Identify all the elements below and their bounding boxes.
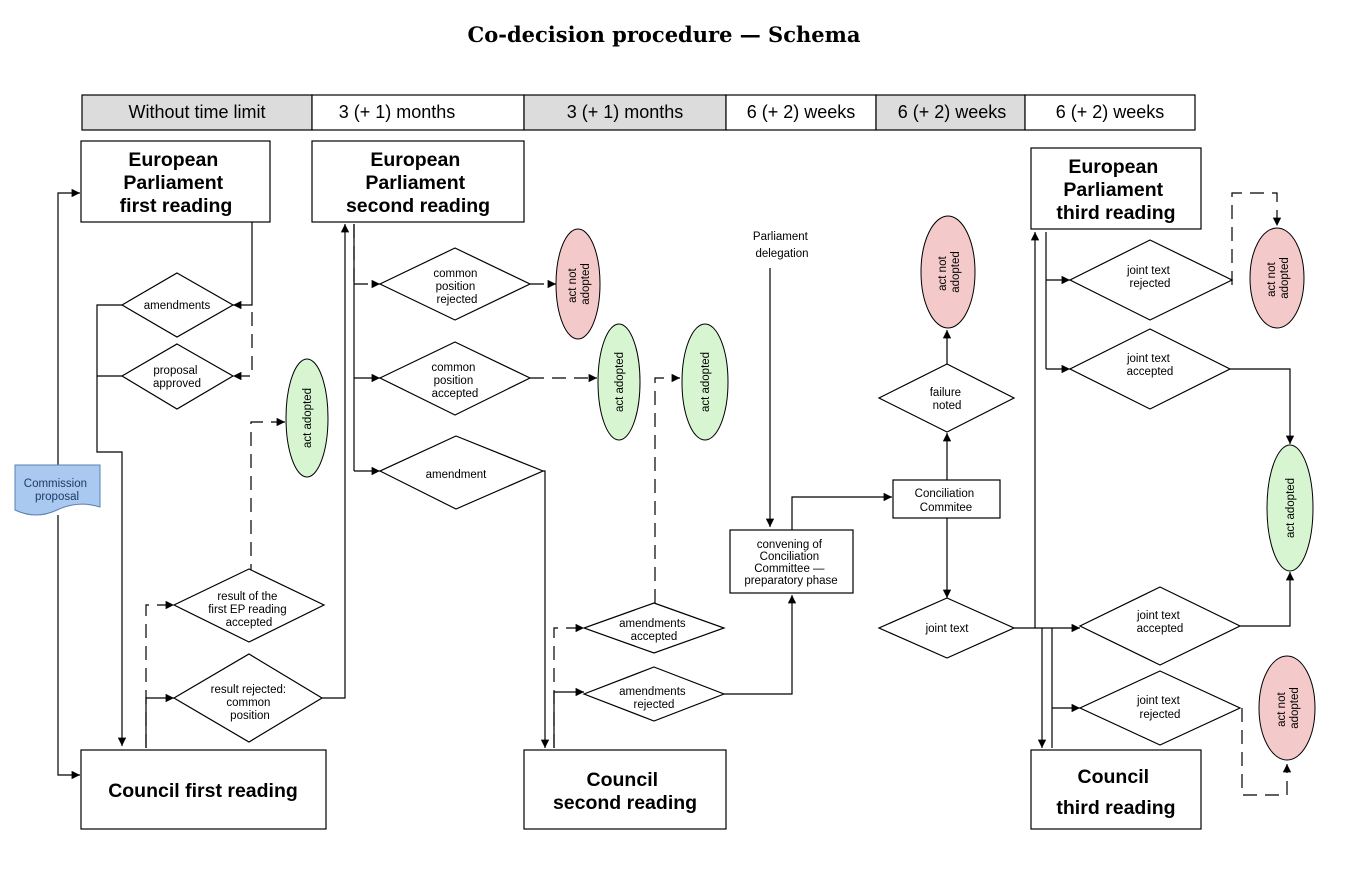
decision-jt-rejected-council: joint text rejected [1078,670,1242,746]
decision-proposal-approved: proposal approved [120,343,235,410]
svg-text:amendment: amendment [426,469,488,481]
svg-text:act adopted: act adopted [1285,478,1297,538]
timeline-period-4: 6 (+ 2) weeks [747,102,856,122]
convening-box: convening of Conciliation Committee — pr… [729,529,854,594]
svg-text:act not adopted: act not adopted [937,251,962,293]
svg-text:failure noted: failure noted [930,387,965,412]
timeline-period-3: 3 (+ 1) months [567,102,684,122]
timeline-header: Without time limit 3 (+ 1) months 3 (+ 1… [81,94,1196,131]
decision-amendment: amendment [378,435,545,510]
svg-text:European Parliament: European Parliament first reading [120,149,233,217]
svg-text:act not adopted: act not adopted [567,263,592,305]
decision-cp-rejected: common position rejected [378,247,532,321]
svg-text:amendments accepted: amendments accepted [619,618,689,643]
decision-result-accepted: result of the first EP reading accepted [172,568,326,643]
decision-amendments: amendments [120,272,235,338]
ep-second-reading-box: European Parliament second reading [311,140,525,223]
outcome-act-not-adopted-3: act not adopted [1249,227,1305,329]
svg-text:act not adopted: act not adopted [1276,687,1301,729]
decision-jt-accepted-ep: joint text accepted [1068,328,1232,410]
svg-text:result of the first EP r: result of the first EP reading accepted [208,591,290,629]
ep-third-reading-box: European Parliament third reading [1030,147,1202,230]
decision-jt-rejected-ep: joint text rejected [1068,239,1234,321]
decision-amendments-accepted: amendments accepted [582,602,726,654]
connectors [57,188,1295,796]
outcome-act-not-adopted-4: act not adopted [1258,655,1316,761]
svg-text:Conciliation Commitee: Conciliation Commitee [915,488,978,514]
svg-text:common position ac: common position accepted [431,362,478,400]
timeline-period-6: 6 (+ 2) weeks [1056,102,1165,122]
decision-cp-accepted: common position accepted [378,341,532,416]
council-second-reading-box: Council second reading [523,749,727,830]
outcome-act-adopted-2: act adopted [597,323,641,441]
svg-text:Commission proposal: Commission proposal [24,478,90,503]
timeline-period-2: 3 (+ 1) months [339,102,456,122]
outcome-act-not-adopted-1: act not adopted [555,228,601,340]
outcome-act-adopted-3: act adopted [681,323,729,441]
decision-amendments-rejected: amendments rejected [582,666,726,722]
svg-text:act adopted: act adopted [700,352,712,412]
decision-result-rejected: result rejected: common position [172,653,324,743]
council-first-reading-box: Council first reading [80,749,327,830]
svg-text:convening of Conciliatio: convening of Conciliation Committee — pr… [744,539,837,587]
svg-text:joint text: joint text [925,623,970,635]
svg-text:act adopted: act adopted [302,388,314,448]
conciliation-committee-box: Conciliation Commitee [892,479,1001,519]
svg-text:proposal approved: proposal approved [153,365,201,390]
decision-jt-accepted-council: joint text accepted [1078,586,1242,666]
svg-text:European Parliament: European Parliament third reading [1056,156,1175,224]
decision-joint-text: joint text [877,597,1016,659]
svg-text:common position re: common position rejected [433,268,480,306]
svg-text:joint text rejected: joint text rejected [1136,695,1183,721]
svg-text:Council third reading: Council third reading [1056,766,1175,819]
svg-text:result rejected: common: result rejected: common position [211,684,290,722]
timeline-period-1: Without time limit [128,102,265,122]
outcome-act-adopted-4: act adopted [1266,444,1314,572]
svg-text:Council first reading: Council first reading [108,780,298,802]
council-third-reading-box: Council third reading [1030,749,1202,830]
commission-proposal-doc: Commission proposal [14,464,101,516]
svg-text:amendments: amendments [144,300,211,312]
svg-text:joint text accepted: joint text accepted [1126,353,1173,378]
parliament-delegation-label: Parliament delegation [753,231,811,260]
svg-text:joint text rejected: joint text rejected [1126,265,1173,290]
outcome-act-adopted-1: act adopted [285,358,329,478]
decision-failure-noted: failure noted [877,363,1016,433]
ep-first-reading-box: European Parliament first reading [80,140,271,223]
svg-text:amendments rejected: amendments rejected [619,686,689,711]
svg-text:Council second reading: Council second reading [553,769,697,814]
svg-text:act adopted: act adopted [614,352,626,412]
timeline-period-5: 6 (+ 2) weeks [898,102,1007,122]
diagram-title: Co-decision procedure — Schema [468,22,861,47]
svg-text:joint text accepted: joint text accepted [1136,610,1183,635]
svg-text:act not adopted: act not adopted [1266,257,1291,299]
svg-text:European Parliament: European Parliament second reading [346,149,490,217]
outcome-act-not-adopted-2: act not adopted [920,215,976,329]
